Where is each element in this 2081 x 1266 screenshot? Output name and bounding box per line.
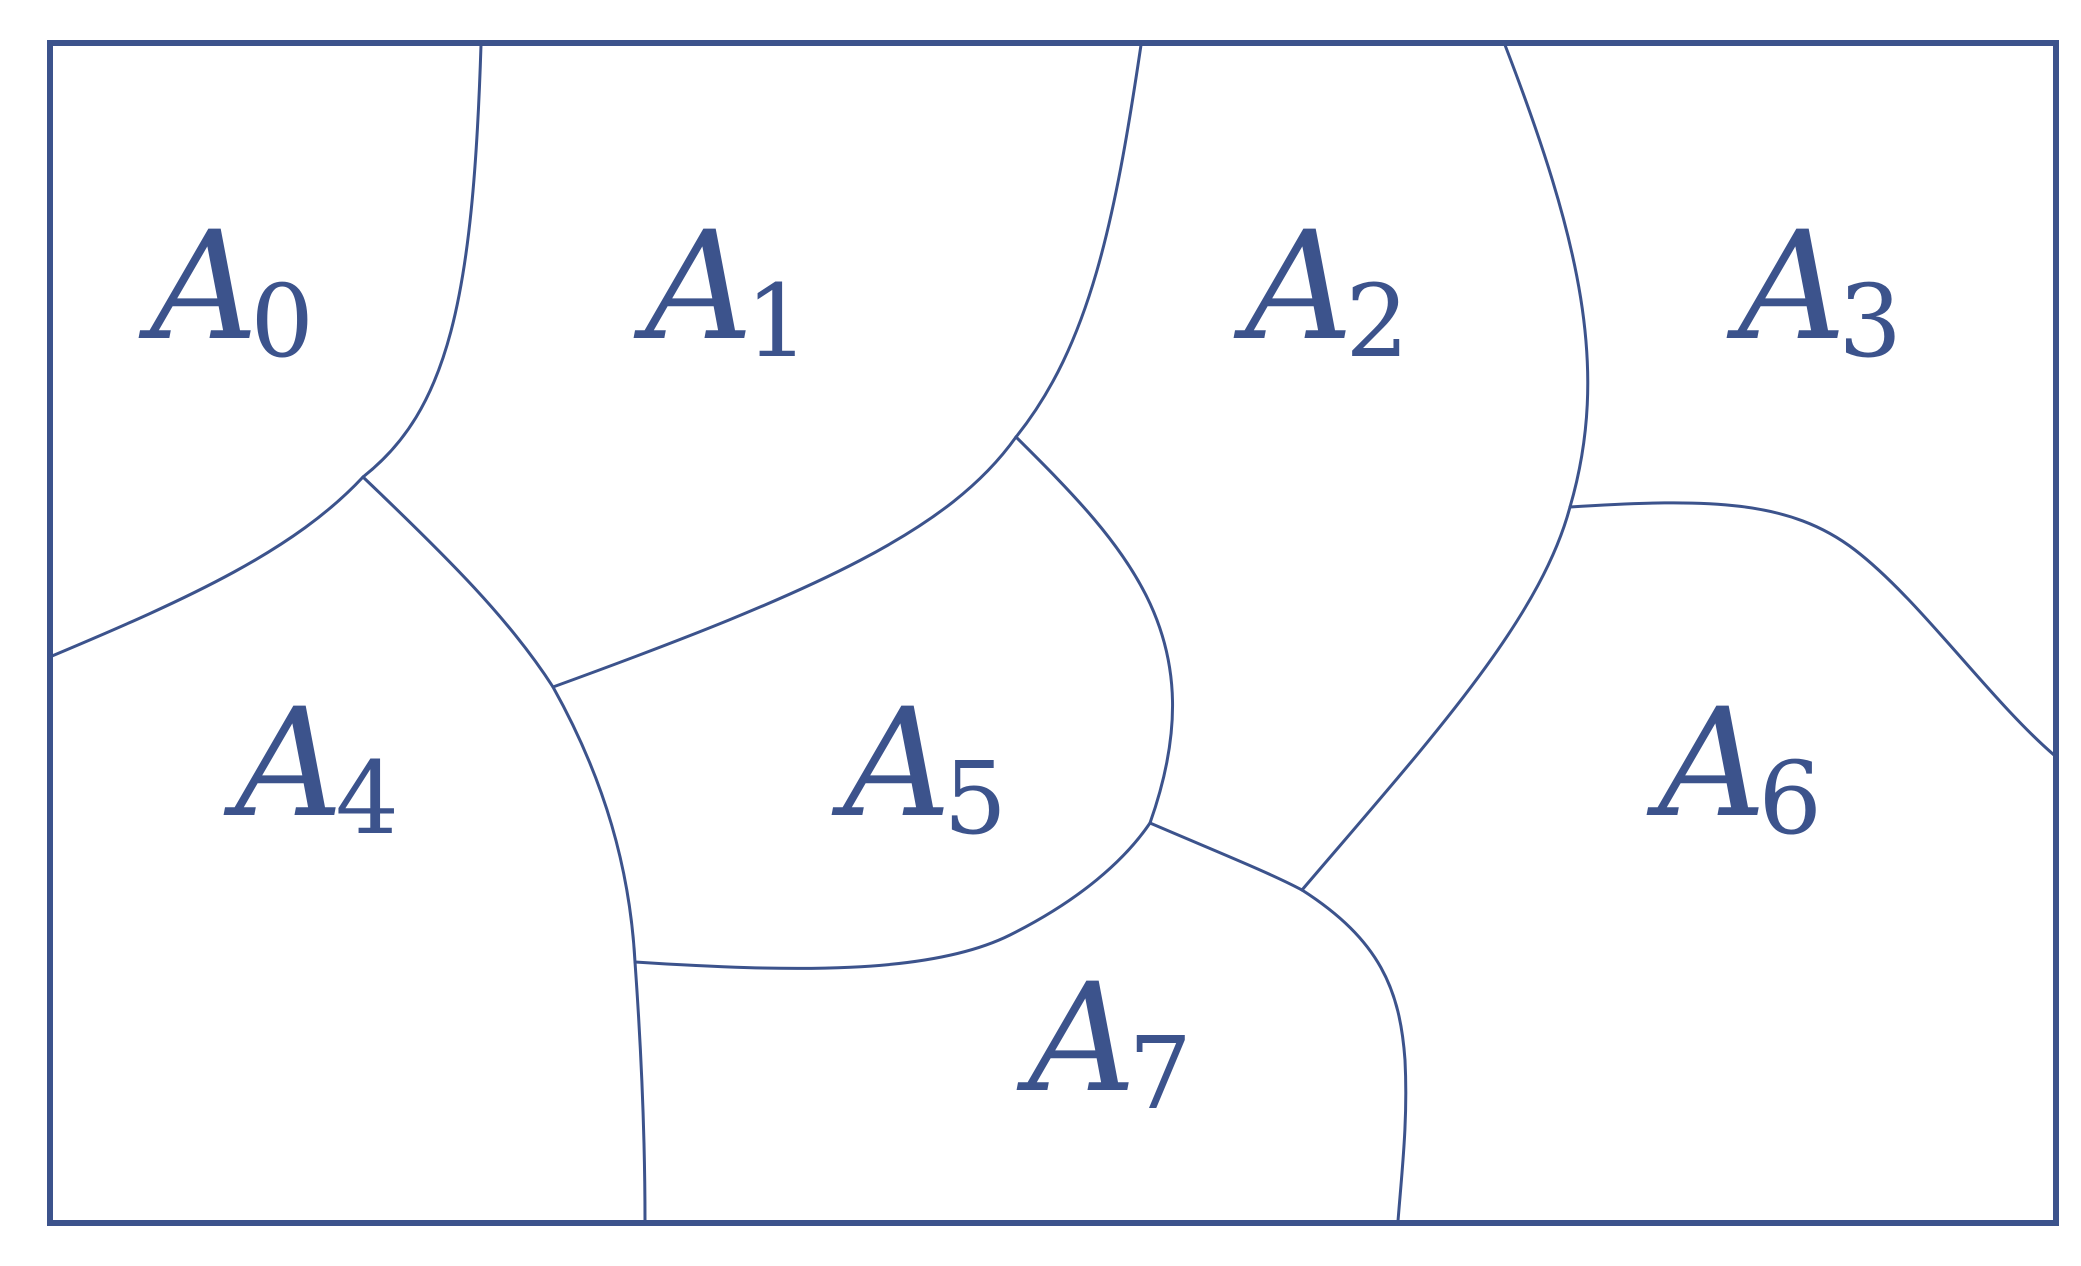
- boundary-a2-a6: [1300, 505, 1572, 892]
- boundary-a0-a1: [361, 43, 483, 479]
- boundary-a2-a5: [1014, 435, 1174, 825]
- boundary-a3-a6: [1568, 501, 2056, 757]
- boundary-a1-a5: [551, 435, 1018, 689]
- boundary-a2-a3: [1503, 43, 1590, 509]
- boundary-a0-a4: [50, 475, 365, 658]
- boundary-a1-a4: [361, 475, 555, 689]
- region-label-a3: A3: [1726, 200, 1902, 380]
- boundary-a4-a5: [551, 685, 637, 964]
- region-label-a2: A2: [1233, 200, 1409, 380]
- outer-frame: [47, 40, 2059, 1226]
- region-label-a6: A6: [1646, 677, 1822, 857]
- region-label-a4: A4: [223, 677, 399, 857]
- boundary-a4-a7: [633, 960, 647, 1223]
- boundary-a5-a7: [633, 821, 1152, 970]
- region-label-a1: A1: [633, 200, 809, 380]
- region-label-a5: A5: [831, 677, 1007, 857]
- boundary-a2-a7: [1148, 821, 1304, 892]
- region-label-a0: A0: [138, 200, 314, 380]
- region-label-a7: A7: [1016, 952, 1192, 1132]
- boundary-a7-a6: [1300, 888, 1408, 1223]
- boundary-a1-a2: [1014, 43, 1143, 439]
